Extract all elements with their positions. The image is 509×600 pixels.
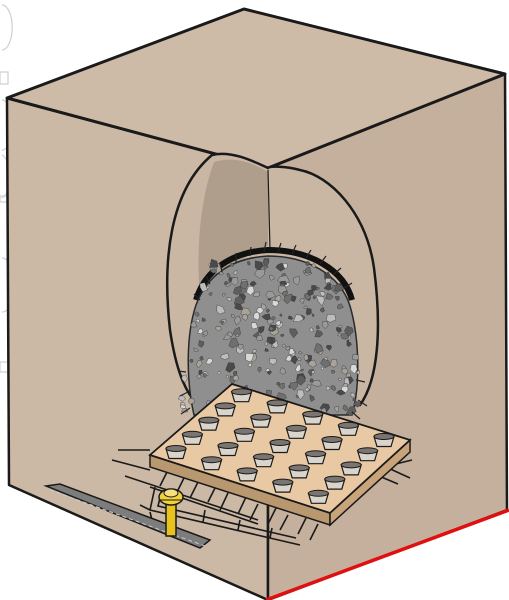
drawbell-rim	[182, 431, 202, 437]
drawbell-rim	[308, 490, 328, 496]
ore-fragment	[240, 281, 248, 289]
drawbell-rim	[237, 468, 257, 474]
drawbell-rim	[286, 425, 306, 431]
drawbell-rim	[234, 428, 254, 434]
drawbell-rim	[322, 437, 342, 443]
drawbell-rim	[325, 476, 345, 482]
drawbell-rim	[358, 448, 378, 454]
drawbell-rim	[254, 454, 274, 460]
ore-fragment	[347, 340, 349, 343]
drawbell-rim	[232, 389, 252, 395]
drawbell-rim	[218, 443, 238, 449]
drawbell-rim	[303, 411, 323, 417]
drawbell-rim	[289, 465, 309, 471]
drawbell-rim	[270, 440, 290, 446]
ore-fragment	[236, 334, 239, 337]
drawbell-rim	[166, 446, 186, 452]
drawbell-rim	[306, 451, 326, 457]
ore-body	[188, 256, 358, 415]
drawbell-rim	[374, 434, 394, 440]
drawbell-rim	[338, 422, 358, 428]
drawbell-rim	[215, 403, 235, 409]
ore-fragment	[353, 354, 359, 360]
drawbell-rim	[202, 457, 222, 463]
drawbell-rim	[199, 417, 219, 423]
drawbell-rim	[251, 414, 271, 420]
drawbell-rim	[267, 400, 287, 406]
drawbell-rim	[341, 462, 361, 468]
drawbell-rim	[273, 479, 293, 485]
